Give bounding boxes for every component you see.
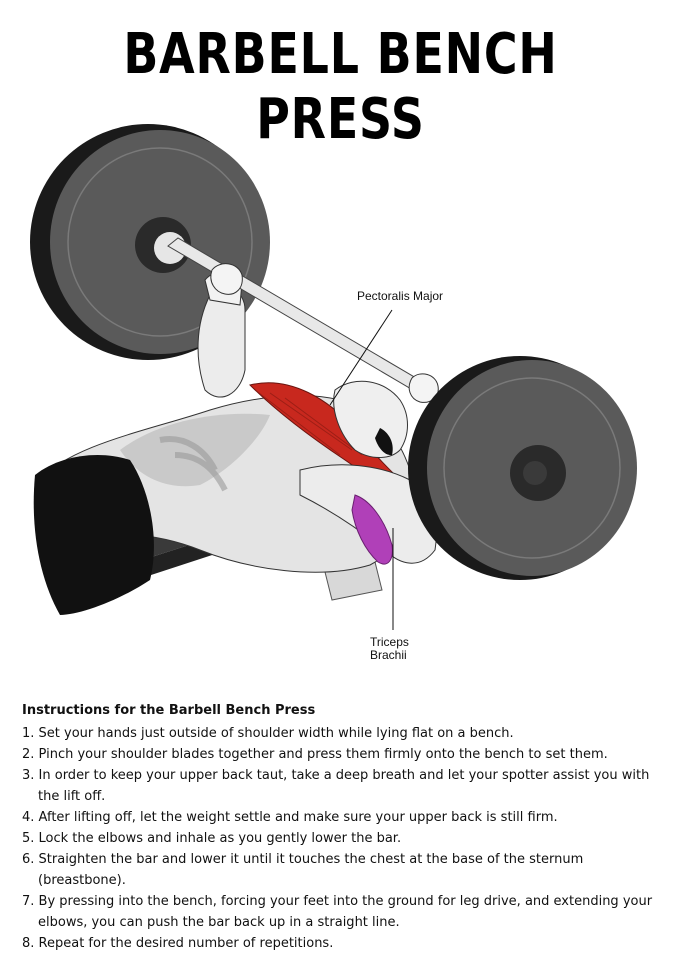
bench-press-illustration: [30, 124, 637, 630]
instruction-steps: 1. Set your hands just outside of should…: [22, 723, 662, 954]
hands: [210, 263, 439, 403]
triceps-label-line1: Triceps: [370, 635, 409, 649]
instruction-step: 1. Set your hands just outside of should…: [22, 726, 514, 741]
pectoralis-major-label: Pectoralis Major: [357, 289, 444, 303]
triceps-brachii-label: Triceps Brachii: [370, 636, 409, 662]
pectoralis-leader-line: [329, 309, 393, 406]
instructions-heading: Instructions for the Barbell Bench Press: [22, 703, 316, 718]
instruction-step: 2. Pinch your shoulder blades together a…: [22, 747, 608, 762]
instruction-step: 7. By pressing into the bench, forcing y…: [22, 894, 653, 930]
instructions-section: Instructions for the Barbell Bench Press…: [22, 700, 662, 954]
instruction-step: 8. Repeat for the desired number of repe…: [22, 936, 334, 951]
instruction-step: 4. After lifting off, let the weight set…: [22, 810, 558, 825]
instruction-step: 3. In order to keep your upper back taut…: [22, 768, 650, 804]
instruction-step: 5. Lock the elbows and inhale as you gen…: [22, 831, 402, 846]
right-weight-plate: [408, 356, 637, 580]
triceps-label-line2: Brachii: [370, 648, 407, 662]
page-title: BARBELL BENCH PRESS: [123, 22, 558, 152]
lifter-body: [33, 270, 437, 615]
instruction-step: 6. Straighten the bar and lower it until…: [22, 852, 584, 888]
